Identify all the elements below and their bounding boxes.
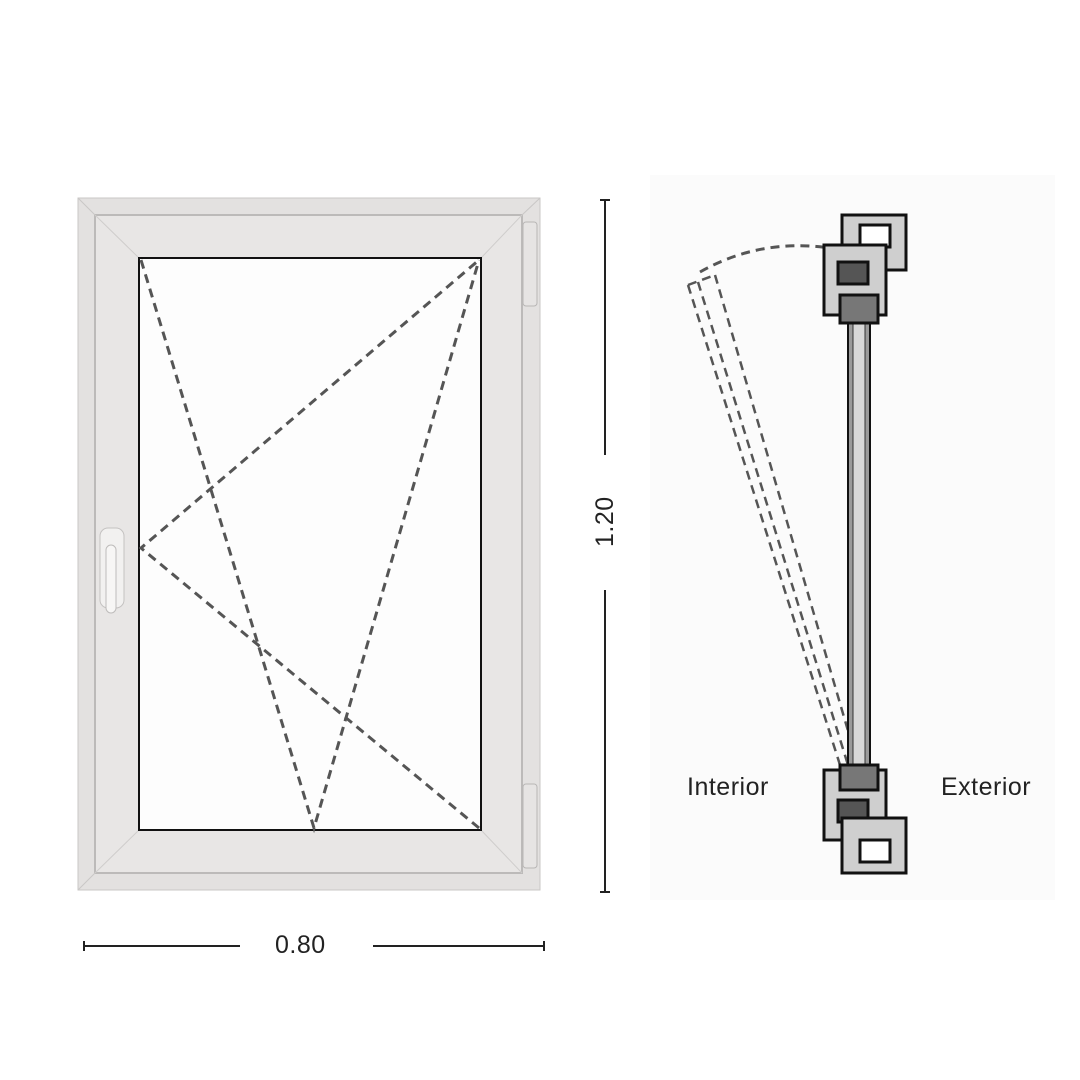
tilt-arc: [699, 244, 831, 274]
window-front-view: [77, 197, 541, 891]
window-section-view: [650, 175, 1055, 900]
width-label: 0.80: [275, 931, 326, 959]
opening-lines: [138, 258, 481, 834]
handle-icon: [99, 527, 125, 614]
interior-label: Interior: [687, 773, 769, 801]
tilted-sash: [686, 273, 860, 766]
hinge-icon: [522, 221, 538, 869]
width-dimension: [83, 941, 545, 951]
exterior-label: Exterior: [941, 773, 1032, 801]
glass-pane: [138, 257, 482, 831]
height-dimension: [600, 199, 610, 893]
bottom-profile: [822, 763, 908, 875]
glass-section: [847, 299, 871, 776]
top-profile: [822, 213, 908, 325]
height-label: 1.20: [591, 496, 619, 547]
